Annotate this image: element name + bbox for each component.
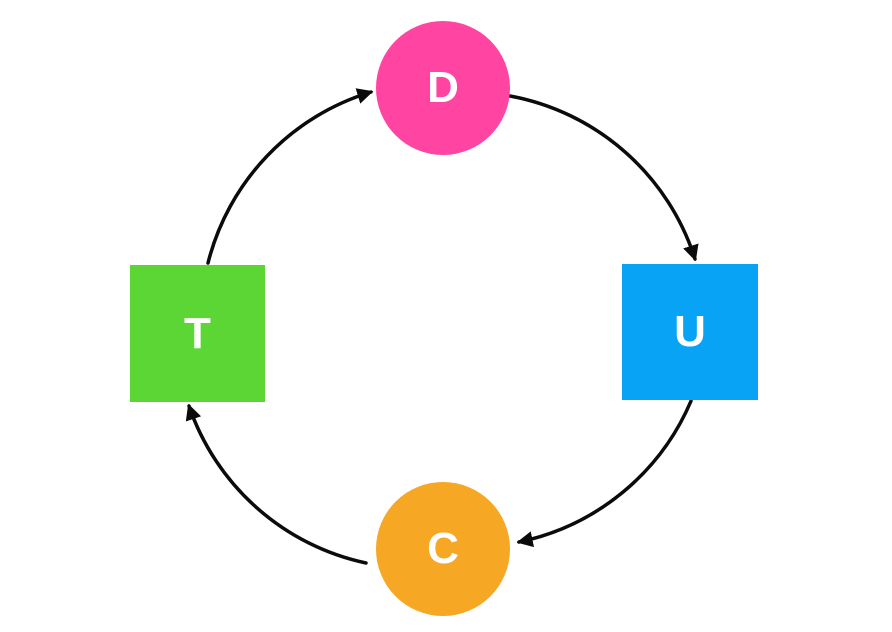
node-u: U [622, 264, 758, 400]
node-c: C [376, 482, 510, 616]
edge-d-to-u-arrow [508, 94, 699, 262]
node-c-label: C [427, 524, 459, 573]
node-d-label: D [427, 63, 459, 112]
node-d: D [376, 21, 510, 155]
edge-t-to-d-arrow [206, 88, 374, 265]
node-u-label: U [674, 307, 706, 356]
node-t: T [130, 265, 265, 402]
edge-u-to-c-arrow [516, 399, 693, 548]
node-t-label: T [184, 308, 211, 358]
edge-c-to-t-arrow [185, 403, 368, 565]
